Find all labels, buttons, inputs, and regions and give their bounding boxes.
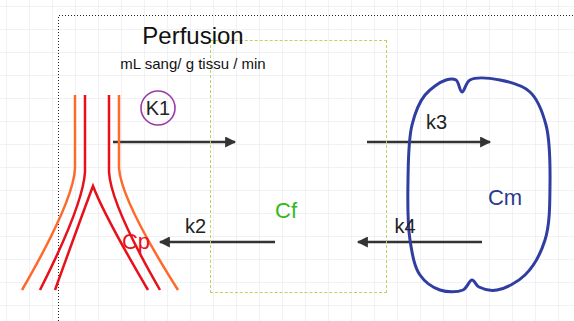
brain-contour [408, 78, 550, 292]
vessel-wall [109, 95, 160, 290]
transfer-arrow [367, 141, 490, 144]
free-compartment: Cf [210, 40, 387, 293]
transfer-arrow [160, 241, 275, 244]
brain-outline [405, 76, 555, 298]
rate-constant: K1 [146, 97, 170, 119]
frame-border [59, 16, 574, 321]
vessel-wall [40, 95, 85, 290]
highlight-circle [141, 91, 175, 125]
diagram-title: Perfusion [142, 23, 243, 49]
transfer-arrow [113, 141, 235, 144]
compartment-label: Cp [122, 230, 150, 254]
vessel-wall [119, 95, 178, 290]
blood-vessel: Cp [15, 90, 185, 300]
vessel-outline [15, 90, 185, 300]
compartment-label: Cm [488, 186, 522, 210]
transfer-arrow [358, 241, 482, 244]
vessel-wall [22, 95, 75, 290]
rate-constant: k2 [185, 215, 206, 237]
rate-constant: k3 [426, 111, 447, 133]
unit-label: mL sang/ g tissu / min [120, 56, 265, 73]
rate-constant: k4 [394, 215, 415, 237]
brain-compartment: Cm [405, 76, 555, 298]
compartment-label: Cf [275, 199, 297, 223]
